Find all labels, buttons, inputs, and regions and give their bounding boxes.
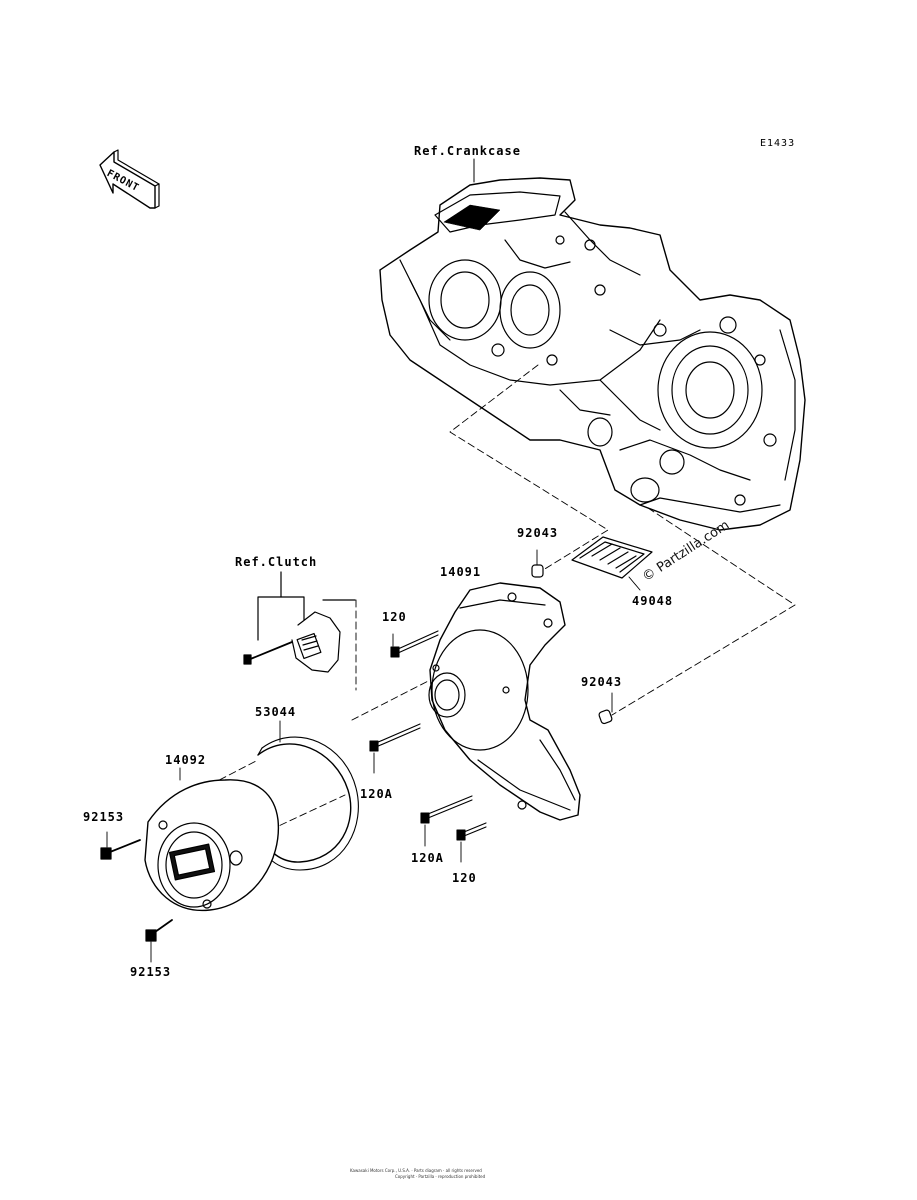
clutch-slave-cylinder — [244, 572, 355, 672]
crankcase-part — [380, 178, 805, 530]
bolts-part — [370, 631, 486, 862]
gasket-49048-part — [572, 537, 652, 590]
part-label-92043-top: 92043 — [517, 526, 559, 540]
part-label-92043-right: 92043 — [581, 675, 623, 689]
outer-cover-14092-part — [145, 768, 278, 910]
dowel-pin-92043-part — [532, 550, 613, 724]
footer-line-2: Copyright · Partzilla · reproduction pro… — [395, 1174, 486, 1179]
screws-92153-part — [101, 832, 172, 962]
ref-crankcase-label: Ref.Crankcase — [414, 144, 521, 158]
diagram-code: E1433 — [760, 138, 796, 149]
part-label-49048: 49048 — [632, 594, 674, 608]
part-label-92153-top: 92153 — [83, 810, 125, 824]
part-label-14092: 14092 — [165, 753, 207, 767]
front-arrow-icon — [100, 150, 159, 208]
part-label-53044: 53044 — [255, 705, 297, 719]
cover-14091-part — [429, 583, 580, 820]
part-label-120-bottom: 120 — [452, 871, 477, 885]
part-label-92153-bottom: 92153 — [130, 965, 172, 979]
part-label-120A-mid: 120A — [360, 787, 393, 801]
part-label-14091: 14091 — [440, 565, 482, 579]
part-label-120A-bottom: 120A — [411, 851, 444, 865]
footer-line-1: Kawasaki Motors Corp., U.S.A. · Parts di… — [350, 1168, 482, 1173]
o-ring-53044-part — [258, 721, 358, 870]
ref-clutch-label: Ref.Clutch — [235, 555, 318, 569]
part-label-120-top: 120 — [382, 610, 407, 624]
